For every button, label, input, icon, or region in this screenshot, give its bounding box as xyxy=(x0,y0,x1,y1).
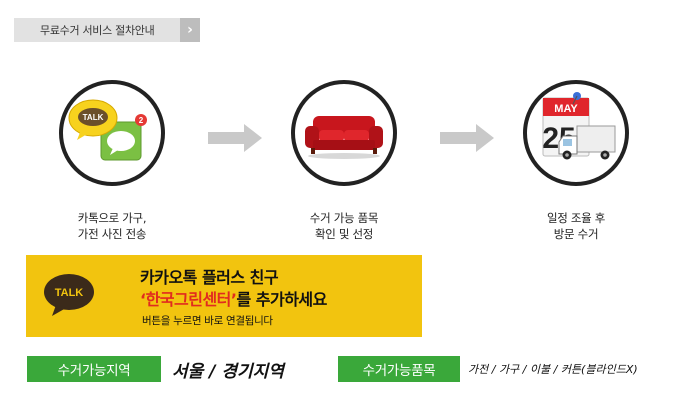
kakaotalk-message-icon: 2 TALK xyxy=(68,99,147,161)
step-2-caption-line1: 수거 가능 품목 xyxy=(309,211,379,225)
notification-badge: 2 xyxy=(139,116,144,125)
step-1-caption-line2: 가전 사진 전송 xyxy=(77,227,147,241)
step-3: MAY 25 일정 조율 후 방문 수거 xyxy=(516,80,636,242)
pickup-items-tag: 수거가능품목 xyxy=(338,356,460,382)
step-3-caption-line1: 일정 조율 후 xyxy=(546,211,606,225)
step-3-caption-line2: 방문 수거 xyxy=(553,227,599,241)
step-3-caption: 일정 조율 후 방문 수거 xyxy=(516,210,636,242)
procedure-header: 무료수거 서비스 절차안내 › xyxy=(14,18,200,42)
service-area-tag: 수거가능지역 xyxy=(27,356,161,382)
header-title: 무료수거 서비스 절차안내 xyxy=(40,24,155,37)
talk-bubble-text: TALK xyxy=(83,113,104,122)
promo-title: 카카오톡 플러스 친구 xyxy=(140,268,279,287)
arrow-right-icon xyxy=(208,124,262,152)
calendar-truck-icon: MAY 25 xyxy=(542,92,616,160)
step-1-circle: 2 TALK xyxy=(59,80,165,186)
promo-subtitle-rest: 를 추가하세요 xyxy=(236,290,327,309)
step-2-caption-line2: 확인 및 선정 xyxy=(314,227,374,241)
step-1-caption: 카톡으로 가구, 가전 사진 전송 xyxy=(52,210,172,242)
step-1: 2 TALK 카톡으로 가구, 가전 사진 전송 xyxy=(52,80,172,242)
step-1-caption-line1: 카톡으로 가구, xyxy=(77,211,147,225)
promo-brand-highlight: ‘한국그린센터’ xyxy=(140,290,237,309)
promo-subtitle: ‘한국그린센터’를 추가하세요 xyxy=(140,286,327,310)
service-area-value: 서울 / 경기지역 xyxy=(172,362,284,382)
calendar-month: MAY xyxy=(554,103,578,115)
step-3-circle: MAY 25 xyxy=(523,80,629,186)
pickup-items-value: 가전 / 가구 / 이불 / 커튼(블라인드X) xyxy=(468,363,638,376)
step-2-circle xyxy=(291,80,397,186)
promo-instruction: 버튼을 누르면 바로 연결됩니다 xyxy=(142,315,273,327)
kakaotalk-logo-icon: TALK xyxy=(44,274,94,316)
kakao-plus-friend-banner[interactable]: TALK 카카오톡 플러스 친구 ‘한국그린센터’를 추가하세요 버튼을 누르면… xyxy=(26,255,422,337)
chevron-right-icon[interactable]: › xyxy=(180,18,200,42)
step-2-caption: 수거 가능 품목 확인 및 선정 xyxy=(284,210,404,242)
kakaotalk-logo-text: TALK xyxy=(55,287,84,299)
red-sofa-icon xyxy=(305,116,383,159)
arrow-right-icon xyxy=(440,124,494,152)
step-2: 수거 가능 품목 확인 및 선정 xyxy=(284,80,404,242)
